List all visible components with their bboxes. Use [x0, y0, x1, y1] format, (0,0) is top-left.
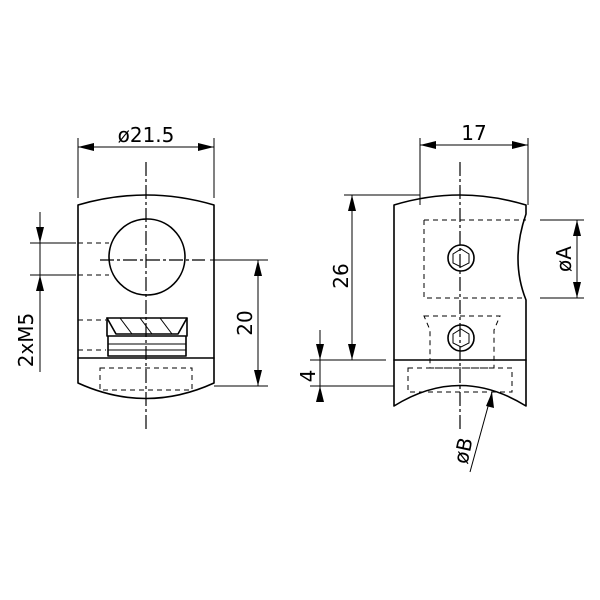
bore-a-dimension-label: øA — [552, 246, 576, 272]
bore-a-dimension: øA — [540, 219, 584, 299]
side-view-outline — [393, 194, 527, 407]
set-screw-bottom — [447, 324, 475, 352]
thread-dimension-label: 2xM5 — [14, 313, 38, 368]
thread-dimension: 2xM5 — [14, 212, 76, 372]
gap-dimension: 4 — [296, 330, 394, 402]
radius-b-dimension-label: øB — [449, 435, 478, 465]
overall-dimension: 26 — [329, 194, 420, 361]
overall-dimension-label: 26 — [329, 263, 353, 288]
radius-b-dimension: øB — [449, 391, 494, 473]
width-dimension-label: ø21.5 — [118, 123, 175, 147]
threaded-hole — [78, 317, 188, 357]
gap-dimension-label: 4 — [296, 370, 320, 383]
depth-dimension: 17 — [419, 121, 529, 205]
base-hidden-pocket — [99, 367, 193, 391]
height-dimension-label: 20 — [233, 310, 257, 335]
set-screw-top — [447, 244, 475, 272]
bore-hidden-outline — [423, 219, 526, 299]
side-view: 17 26 4 øA — [296, 121, 584, 473]
width-dimension: ø21.5 — [77, 123, 215, 198]
front-view-outline — [77, 194, 215, 400]
front-view: ø21.5 20 2xM5 — [14, 123, 268, 432]
height-dimension: 20 — [210, 259, 268, 387]
depth-dimension-label: 17 — [461, 121, 486, 145]
cross-bore-circle — [108, 218, 186, 296]
